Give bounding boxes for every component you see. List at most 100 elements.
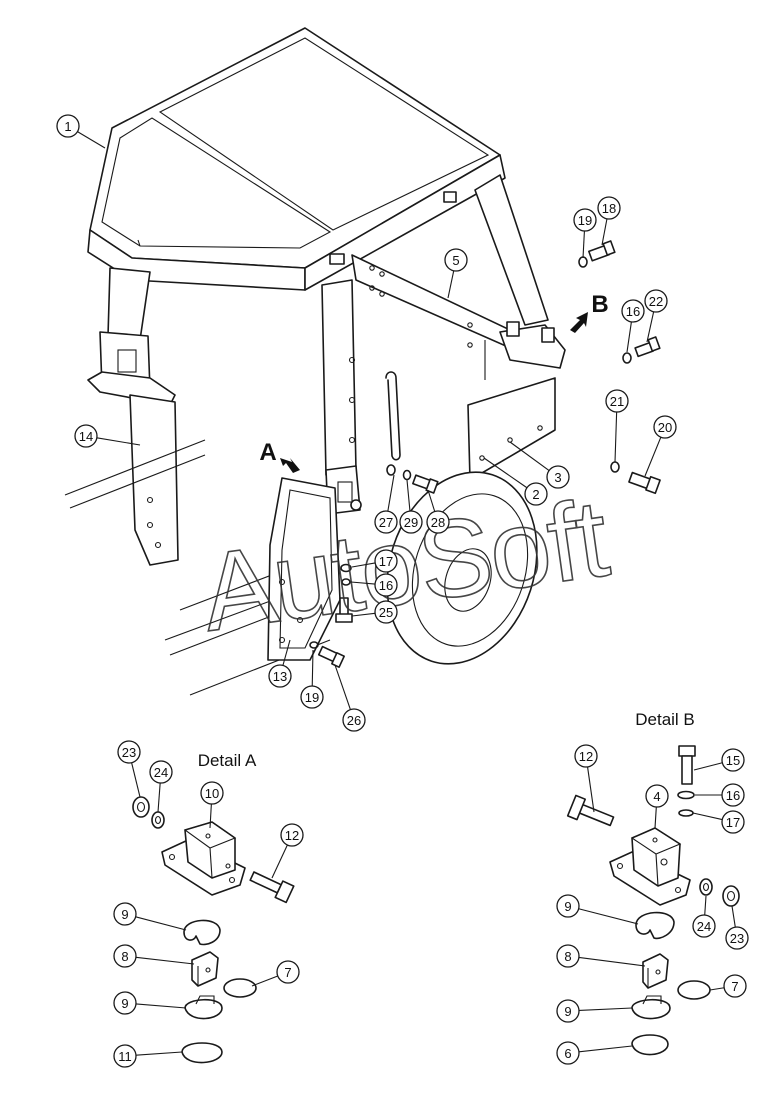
arrow-b-label: B xyxy=(591,291,608,318)
callout-leader xyxy=(654,806,657,829)
callout-circle xyxy=(444,248,468,272)
callout-leader xyxy=(582,230,585,259)
washer-21 xyxy=(610,461,620,473)
callout-circle xyxy=(573,208,597,232)
callout-leader xyxy=(135,1051,183,1056)
callout-circle xyxy=(399,510,423,534)
front-post xyxy=(321,279,362,515)
callout-leader xyxy=(692,812,723,821)
callout-number: 14 xyxy=(79,429,93,444)
callout-circle xyxy=(113,944,137,968)
callout-leader xyxy=(626,321,632,353)
callout-circle xyxy=(113,1044,137,1068)
callout-circle xyxy=(574,744,598,768)
callout-leader xyxy=(406,479,411,512)
callout-circle xyxy=(605,389,629,413)
callout-c3: 3 xyxy=(509,441,570,489)
arrow-a-label: A xyxy=(259,439,276,466)
bolt-20 xyxy=(628,471,661,495)
callout-number: 3 xyxy=(554,470,561,485)
washer-19-low xyxy=(309,641,319,649)
callout-leader xyxy=(77,131,106,149)
callout-c17a: 17 xyxy=(351,549,398,573)
bolt-28 xyxy=(412,474,439,494)
callout-number: 8 xyxy=(121,949,128,964)
callout-circle xyxy=(74,424,98,448)
callout-circle xyxy=(725,926,749,950)
washer-16-top xyxy=(622,352,632,364)
callout-circle xyxy=(556,999,580,1023)
callout-circle xyxy=(692,914,716,938)
callout-circle xyxy=(280,823,304,847)
callout-number: 12 xyxy=(579,749,593,764)
callout-leader xyxy=(427,489,436,512)
callout-circle xyxy=(426,510,450,534)
callout-leader xyxy=(387,474,395,512)
arrow-a: A xyxy=(259,439,300,473)
callout-leader xyxy=(578,908,639,925)
callout-c17b: 17 xyxy=(692,810,745,834)
callout-circle xyxy=(645,784,669,808)
callout-leader xyxy=(251,975,278,987)
callout-circle xyxy=(149,760,173,784)
bolt-22 xyxy=(634,336,661,358)
callout-c20: 20 xyxy=(644,415,677,477)
callout-number: 16 xyxy=(626,304,640,319)
callout-number: 23 xyxy=(122,745,136,760)
callout-circle xyxy=(556,944,580,968)
callout-c23a: 23 xyxy=(117,740,141,798)
detail-a-parts xyxy=(132,796,295,1064)
callout-c15: 15 xyxy=(693,748,745,772)
arrow-b: B xyxy=(570,291,609,333)
callout-number: 16 xyxy=(379,578,393,593)
callout-number: 9 xyxy=(121,907,128,922)
callout-number: 27 xyxy=(379,515,393,530)
callout-leader xyxy=(96,437,141,446)
callout-c4: 4 xyxy=(645,784,669,829)
callout-circle xyxy=(556,894,580,918)
callout-c24b: 24 xyxy=(692,895,716,938)
callout-leader xyxy=(578,956,646,967)
callout-leader xyxy=(351,612,376,617)
callout-c16a: 16 xyxy=(621,299,645,353)
callout-leader xyxy=(135,916,187,931)
callout-c24a: 24 xyxy=(149,760,173,813)
callout-c9c: 9 xyxy=(556,894,639,925)
callout-leader xyxy=(614,411,618,463)
washer-16-mid xyxy=(341,578,351,586)
callout-c22: 22 xyxy=(644,289,668,343)
callout-circle xyxy=(200,781,224,805)
cross-beam-5 xyxy=(351,254,516,351)
callout-c10: 10 xyxy=(200,781,224,829)
bolt-25 xyxy=(335,597,353,623)
callout-number: 7 xyxy=(284,965,291,980)
washer-29 xyxy=(402,469,412,481)
callout-c12b: 12 xyxy=(574,744,598,813)
callout-circle xyxy=(721,783,745,807)
callout-c2: 2 xyxy=(483,457,548,506)
callout-c16c: 16 xyxy=(695,783,745,807)
callout-number: 12 xyxy=(285,828,299,843)
bolt-18 xyxy=(588,240,616,262)
callout-leader xyxy=(350,581,376,585)
callout-number: 5 xyxy=(452,253,459,268)
callout-number: 9 xyxy=(564,899,571,914)
callout-c9d: 9 xyxy=(556,999,633,1023)
callout-circle xyxy=(300,685,324,709)
callout-circle xyxy=(276,960,300,984)
callout-number: 28 xyxy=(431,515,445,530)
washer-27-area xyxy=(386,464,396,476)
detail-b-title: Detail B xyxy=(635,710,695,729)
wheel xyxy=(386,471,538,665)
callout-circle xyxy=(653,415,677,439)
callout-circle xyxy=(56,114,80,138)
callout-leader xyxy=(311,649,314,687)
callout-c8b: 8 xyxy=(556,944,646,968)
callout-c11: 11 xyxy=(113,1044,183,1068)
callout-leader xyxy=(351,562,376,568)
callout-leader xyxy=(271,844,288,879)
callout-number: 8 xyxy=(564,949,571,964)
detail-a-title: Detail A xyxy=(198,751,257,770)
callout-number: 24 xyxy=(154,765,168,780)
